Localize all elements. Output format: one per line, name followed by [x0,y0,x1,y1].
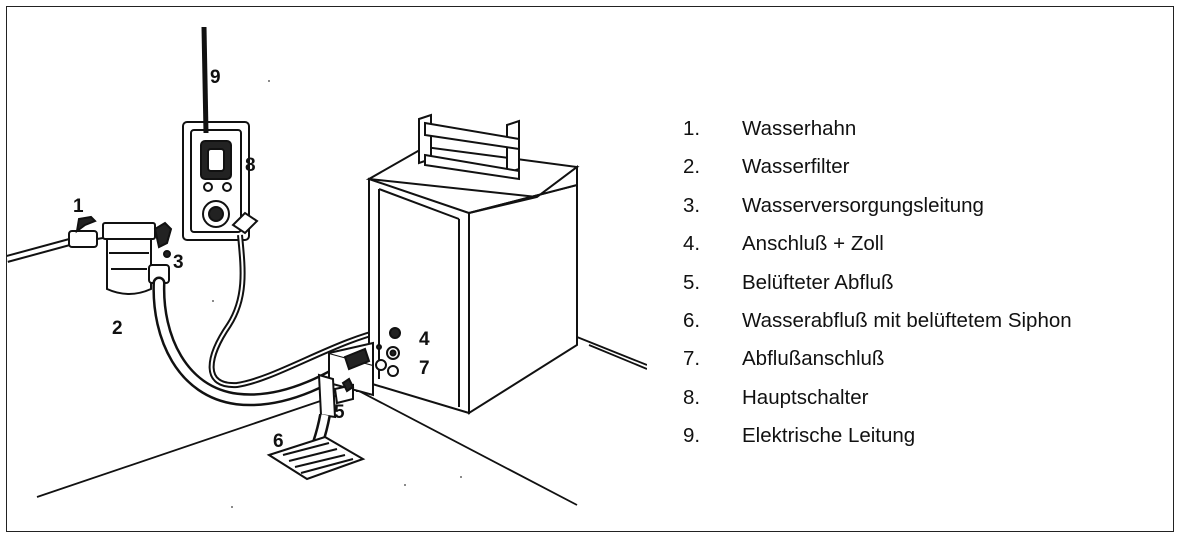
legend-label: Anschluß + Zoll [742,232,884,256]
appliance-cabinet [365,145,580,415]
callout-3: 3 [173,252,184,273]
main-switch-icon [182,121,250,241]
legend-number: 3. [683,193,701,217]
legend-number: 4. [683,232,701,256]
callout-5: 5 [334,402,345,423]
legend-number: 5. [683,270,701,294]
legend-item: 4. Anschluß + Zoll [683,232,1072,270]
callout-8: 8 [245,155,256,176]
figure-frame: 9 8 1 3 2 4 7 5 6 1. Wasserhahn 2. Wasserf… [6,6,1174,532]
callout-1: 1 [73,196,84,217]
callout-7: 7 [419,358,430,379]
legend-label: Wasserfilter [742,155,850,179]
legend-number: 6. [683,308,701,332]
legend-item: 8. Hauptschalter [683,386,1072,424]
supply-pipe [7,236,79,263]
floor-lines [36,336,647,506]
legend-item: 6. Wasserabfluß mit belüftetem Siphon [683,309,1072,347]
legend-label: Elektrische Leitung [742,424,916,448]
legend-number: 9. [683,424,701,448]
legend-number: 2. [683,155,701,179]
callout-2: 2 [112,318,123,339]
water-filter-icon [102,221,173,295]
legend-label: Belüfteter Abfluß [742,270,894,294]
specks [212,80,462,508]
legend-number: 1. [683,117,701,140]
cabinet-handle-icon [418,113,520,181]
legend-list: 1. Wasserhahn 2. Wasserfilter 3. Wasservers… [683,117,1072,463]
electric-cable-top [201,26,209,134]
legend-label: Wasserhahn [742,117,857,140]
callout-9: 9 [210,67,221,88]
callout-6: 6 [273,431,284,452]
legend-label: Hauptschalter [742,385,869,409]
legend-item: 5. Belüfteter Abfluß [683,271,1072,309]
legend-item: 2. Wasserfilter [683,155,1072,193]
legend-item: 3. Wasserversorgungsleitung [683,194,1072,232]
drain-connector [343,347,371,371]
floor-drain-grate [266,435,366,481]
callout-4: 4 [419,329,430,350]
legend-item: 1. Wasserhahn [683,117,1072,155]
legend-item: 9. Elektrische Leitung [683,424,1072,462]
power-cord [208,211,392,389]
installation-illustration: 9 8 1 3 2 4 7 5 6 [7,26,647,508]
vented-drain-icon [317,373,355,419]
legend-number: 7. [683,347,701,371]
legend-label: Abflußanschluß [742,347,885,371]
legend-item: 7. Abflußanschluß [683,347,1072,385]
legend-label: Wasserabfluß mit belüftetem Siphon [742,308,1072,332]
legend-number: 8. [683,385,701,409]
legend-label: Wasserversorgungsleitung [742,193,984,217]
